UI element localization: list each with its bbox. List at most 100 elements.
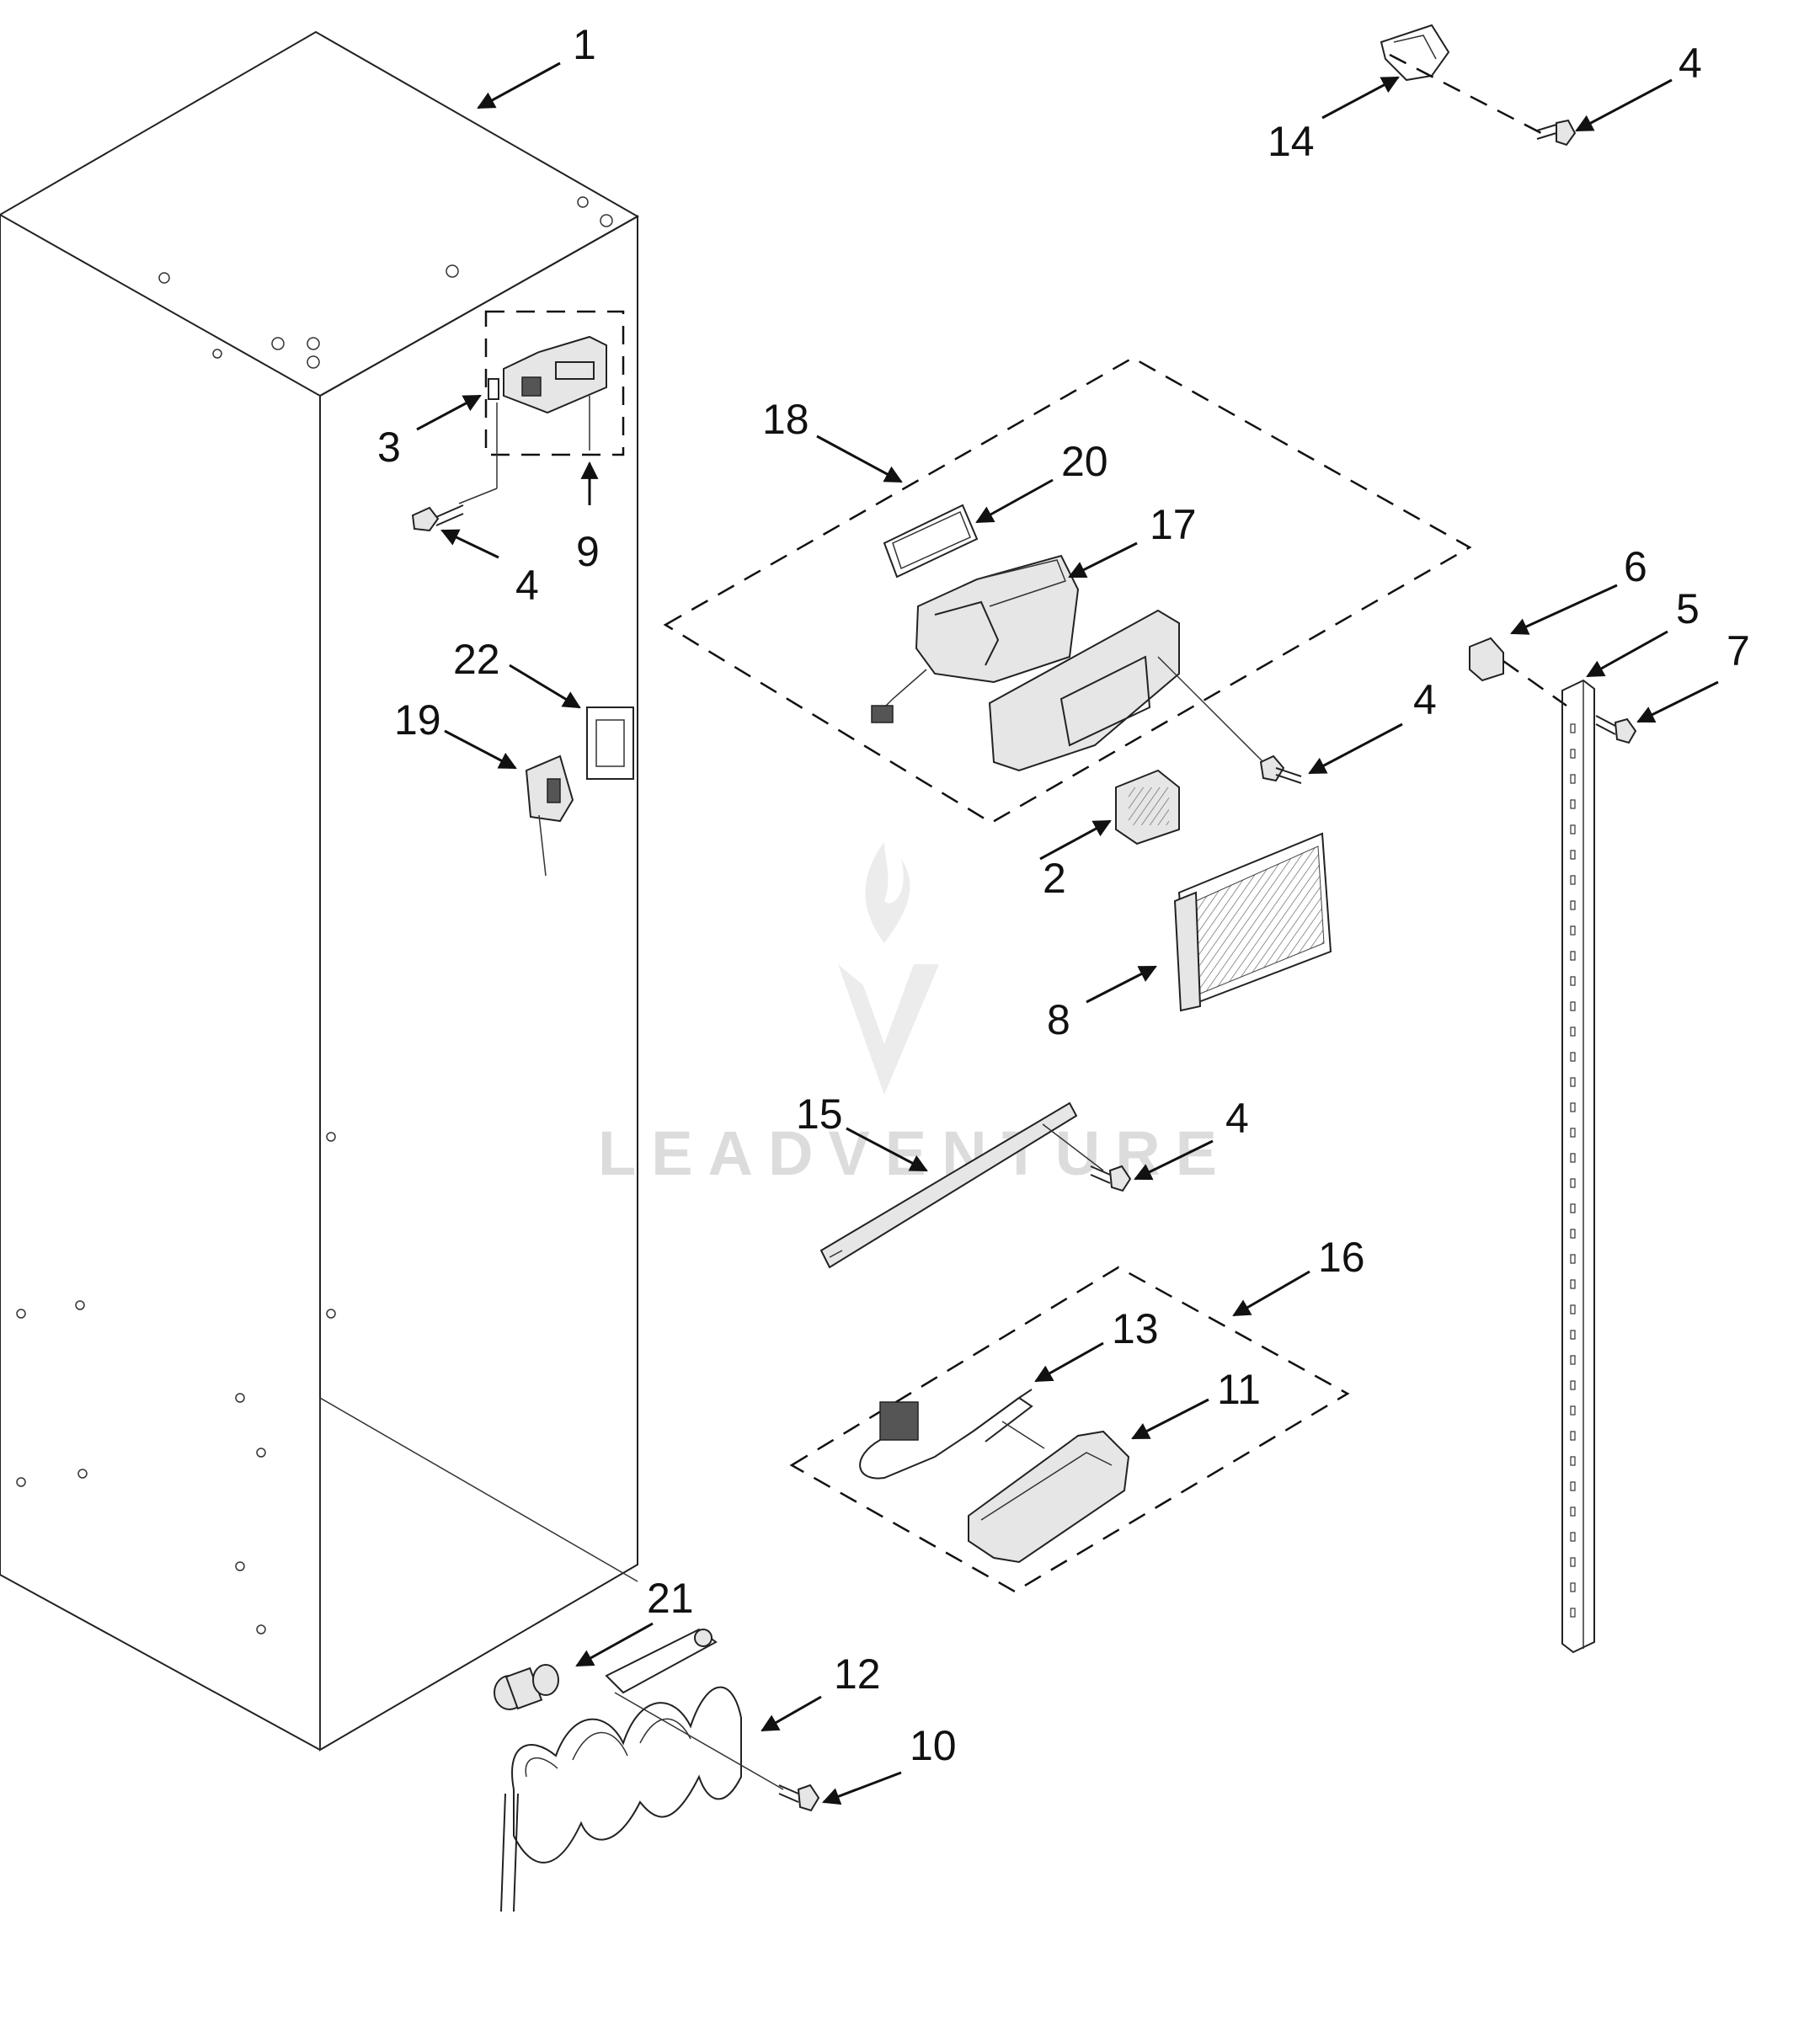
rail-slot [1570, 1203, 1576, 1213]
v-logo-watermark-icon [838, 964, 939, 1095]
screw-part-4-cabinet [411, 504, 464, 532]
rail-slot [1570, 1481, 1576, 1491]
callout-15: 15 [796, 1090, 843, 1138]
callout-2: 2 [1043, 855, 1066, 902]
arrow-part-4-cabinet [440, 529, 499, 559]
rail-slot [1570, 1304, 1576, 1314]
rail-slot [1570, 1330, 1576, 1340]
rail-slot [1570, 1102, 1576, 1112]
rail-slot [1570, 1355, 1576, 1365]
arrow-part-8 [1086, 965, 1157, 1004]
watermark: LEADVENTURE [598, 842, 1217, 1188]
arrow-part-12 [761, 1695, 822, 1732]
part-21-plug [494, 1664, 559, 1710]
callout-5: 5 [1676, 585, 1700, 632]
rail-slot [1570, 1431, 1576, 1441]
callout-labels: 1 2 3 4 4 4 4 5 6 7 8 9 10 11 12 13 14 1… [377, 21, 1750, 1769]
callout-arrows [416, 61, 1719, 1805]
arrow-part-2 [1039, 819, 1112, 861]
arrow-part-4-mid [1308, 723, 1403, 775]
arrow-part-7 [1636, 680, 1719, 723]
callout-20: 20 [1061, 438, 1108, 485]
arrow-part-13 [1034, 1341, 1104, 1383]
part-13-harness [859, 1389, 1045, 1480]
part-12-heater [500, 1628, 784, 1912]
screw-part-4-rail [1090, 1165, 1132, 1192]
arrow-part-11 [1131, 1398, 1209, 1440]
arrow-part-22 [509, 664, 581, 709]
part-8-screen [1173, 832, 1332, 1012]
cabinet-liner [0, 30, 640, 1752]
arrow-part-21 [575, 1622, 654, 1667]
callout-7: 7 [1727, 627, 1750, 675]
rail-slot [1570, 1557, 1576, 1567]
callout-6: 6 [1624, 543, 1647, 590]
part-15-rail [819, 1101, 1078, 1269]
part-17-module [871, 554, 1080, 723]
callout-4-cabinet: 4 [515, 562, 539, 609]
rail-slot [1570, 1532, 1576, 1542]
rail-slot [1570, 850, 1576, 860]
part-11-cover [968, 1430, 1130, 1564]
part-19-damper [525, 755, 574, 877]
rail-slot [1570, 1128, 1576, 1138]
arrow-part-10 [822, 1771, 902, 1805]
callout-4-rail: 4 [1225, 1095, 1249, 1142]
rail-slot [1570, 774, 1576, 784]
rail-slot [1570, 1026, 1576, 1037]
callout-21: 21 [647, 1575, 694, 1622]
rail-slot [1570, 799, 1576, 809]
screw-part-4-top [1536, 119, 1577, 147]
rail-slot [1570, 951, 1576, 961]
callout-16: 16 [1318, 1234, 1365, 1281]
rail-slot [1570, 749, 1576, 759]
callout-13: 13 [1112, 1305, 1159, 1352]
arrow-part-4-top [1575, 78, 1673, 132]
rail-slot [1570, 875, 1576, 885]
rail-slot [1570, 1582, 1576, 1592]
rail-slot [1570, 1178, 1576, 1188]
callout-10: 10 [910, 1722, 957, 1769]
screw-part-10 [778, 1784, 820, 1812]
rail-slot [1570, 1608, 1576, 1618]
callout-8: 8 [1047, 996, 1070, 1043]
rail-slot [1570, 976, 1576, 986]
rail-slot [1570, 1380, 1576, 1390]
part-6-clip [1469, 637, 1504, 682]
part-2-filter [1115, 769, 1180, 845]
arrow-part-6 [1510, 584, 1618, 635]
callout-4-mid: 4 [1413, 676, 1437, 723]
arrow-part-4-rail [1134, 1139, 1214, 1181]
arrow-part-20 [975, 478, 1054, 524]
part-14-bracket [1380, 24, 1450, 82]
rail-slot [1570, 900, 1576, 910]
part-22-plate [586, 707, 634, 780]
arrow-part-16 [1232, 1270, 1310, 1317]
dispenser-housing [988, 609, 1264, 772]
callout-19: 19 [394, 696, 441, 744]
arrow-part-3 [416, 394, 482, 431]
callout-3: 3 [377, 424, 401, 471]
rail-slot [1570, 824, 1576, 835]
callout-18: 18 [762, 396, 809, 443]
rail-slot [1570, 1506, 1576, 1517]
part-20-gasket [883, 504, 979, 579]
rail-slot [1570, 1229, 1576, 1239]
screw-part-4-mid [1259, 755, 1302, 784]
rail-slot [1570, 1254, 1576, 1264]
callout-11: 11 [1217, 1366, 1261, 1413]
callout-1: 1 [573, 21, 596, 68]
arrow-part-14 [1321, 76, 1400, 120]
arrow-part-18 [816, 435, 903, 483]
rail-slot [1570, 925, 1576, 936]
rail-slot [1570, 723, 1576, 733]
rail-slot [1570, 1456, 1576, 1466]
callout-9: 9 [576, 528, 600, 575]
callout-17: 17 [1150, 501, 1197, 548]
control-box-assembly [458, 310, 625, 504]
callout-12: 12 [834, 1650, 881, 1698]
screw-part-7 [1595, 715, 1637, 744]
rail-slot [1570, 1405, 1576, 1416]
rail-slot [1570, 1001, 1576, 1011]
